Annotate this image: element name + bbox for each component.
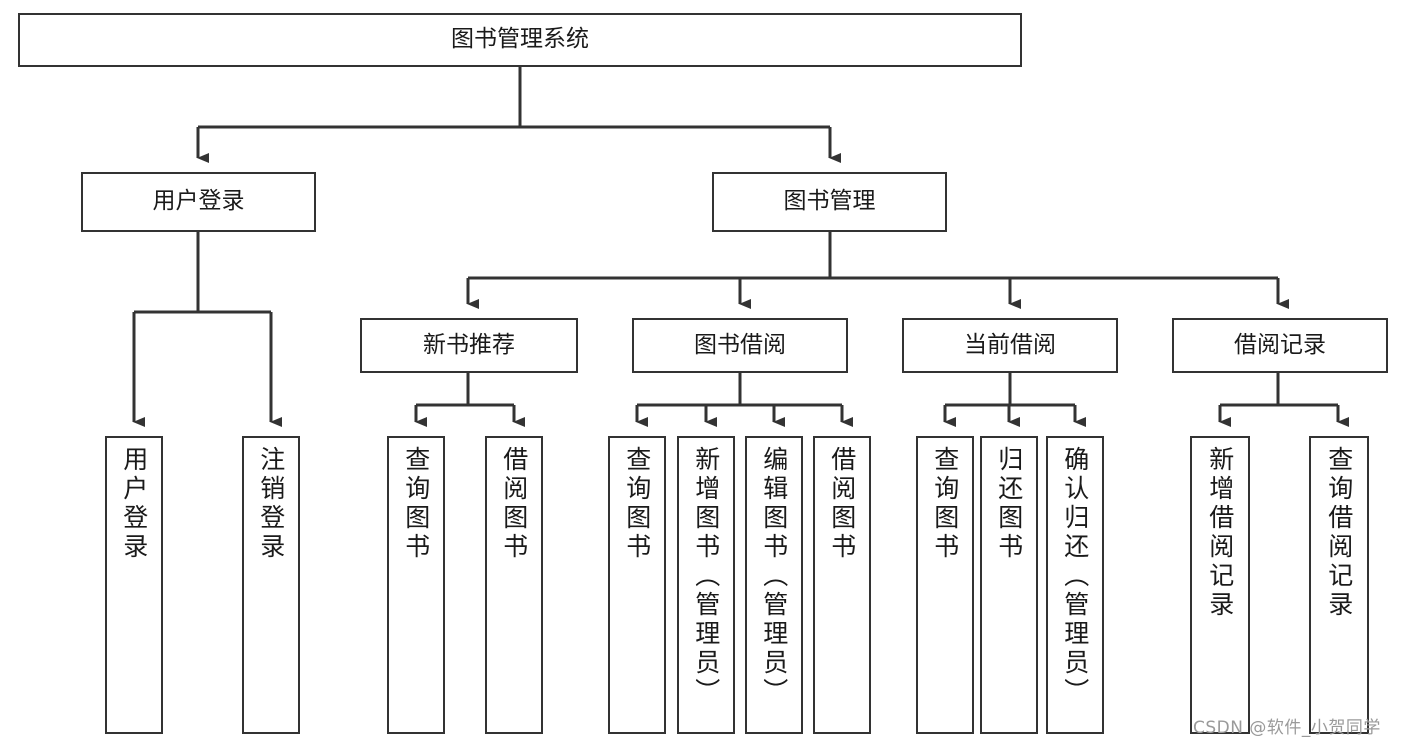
node-label: 归还图书 — [994, 446, 1024, 562]
leaf-borrow-book-recommend[interactable]: 借阅图书 — [485, 436, 543, 734]
leaf-query-book-borrow[interactable]: 查询图书 — [608, 436, 666, 734]
node-label: 确认归还（管理员） — [1060, 446, 1090, 707]
node-label: 查询借阅记录 — [1324, 446, 1354, 620]
leaf-edit-book-admin[interactable]: 编辑图书（管理员） — [745, 436, 803, 734]
leaf-query-book-recommend[interactable]: 查询图书 — [387, 436, 445, 734]
node-current-borrow[interactable]: 当前借阅 — [902, 318, 1118, 373]
node-label: 用户登录 — [152, 188, 245, 215]
node-label: 图书借阅 — [694, 331, 786, 358]
node-label: 查询图书 — [622, 446, 652, 562]
node-label: 借阅记录 — [1234, 331, 1326, 358]
leaf-logout[interactable]: 注销登录 — [242, 436, 300, 734]
leaf-add-borrow-record[interactable]: 新增借阅记录 — [1190, 436, 1250, 734]
node-label: 借阅图书 — [827, 446, 857, 562]
node-label: 图书管理系统 — [451, 26, 589, 53]
leaf-confirm-return-admin[interactable]: 确认归还（管理员） — [1046, 436, 1104, 734]
node-book-management[interactable]: 图书管理 — [712, 172, 947, 232]
leaf-user-login[interactable]: 用户登录 — [105, 436, 163, 734]
leaf-query-book-current[interactable]: 查询图书 — [916, 436, 974, 734]
node-label: 注销登录 — [256, 446, 286, 562]
node-label: 借阅图书 — [499, 446, 529, 562]
node-label: 新书推荐 — [423, 331, 515, 358]
node-label: 当前借阅 — [964, 331, 1056, 358]
node-new-book-recommend[interactable]: 新书推荐 — [360, 318, 578, 373]
node-root-system[interactable]: 图书管理系统 — [18, 13, 1022, 67]
node-user-login[interactable]: 用户登录 — [81, 172, 316, 232]
leaf-add-book-admin[interactable]: 新增图书（管理员） — [677, 436, 735, 734]
node-borrow-record[interactable]: 借阅记录 — [1172, 318, 1388, 373]
node-label: 编辑图书（管理员） — [759, 446, 789, 707]
node-label: 查询图书 — [401, 446, 431, 562]
watermark: CSDN @软件_小贺同学 — [1193, 718, 1381, 738]
leaf-return-book[interactable]: 归还图书 — [980, 436, 1038, 734]
node-label: 用户登录 — [119, 446, 149, 562]
node-label: 新增借阅记录 — [1205, 446, 1235, 620]
leaf-borrow-book[interactable]: 借阅图书 — [813, 436, 871, 734]
node-label: 图书管理 — [783, 188, 876, 215]
node-label: 新增图书（管理员） — [691, 446, 721, 707]
leaf-query-borrow-record[interactable]: 查询借阅记录 — [1309, 436, 1369, 734]
node-book-borrow[interactable]: 图书借阅 — [632, 318, 848, 373]
node-label: 查询图书 — [930, 446, 960, 562]
